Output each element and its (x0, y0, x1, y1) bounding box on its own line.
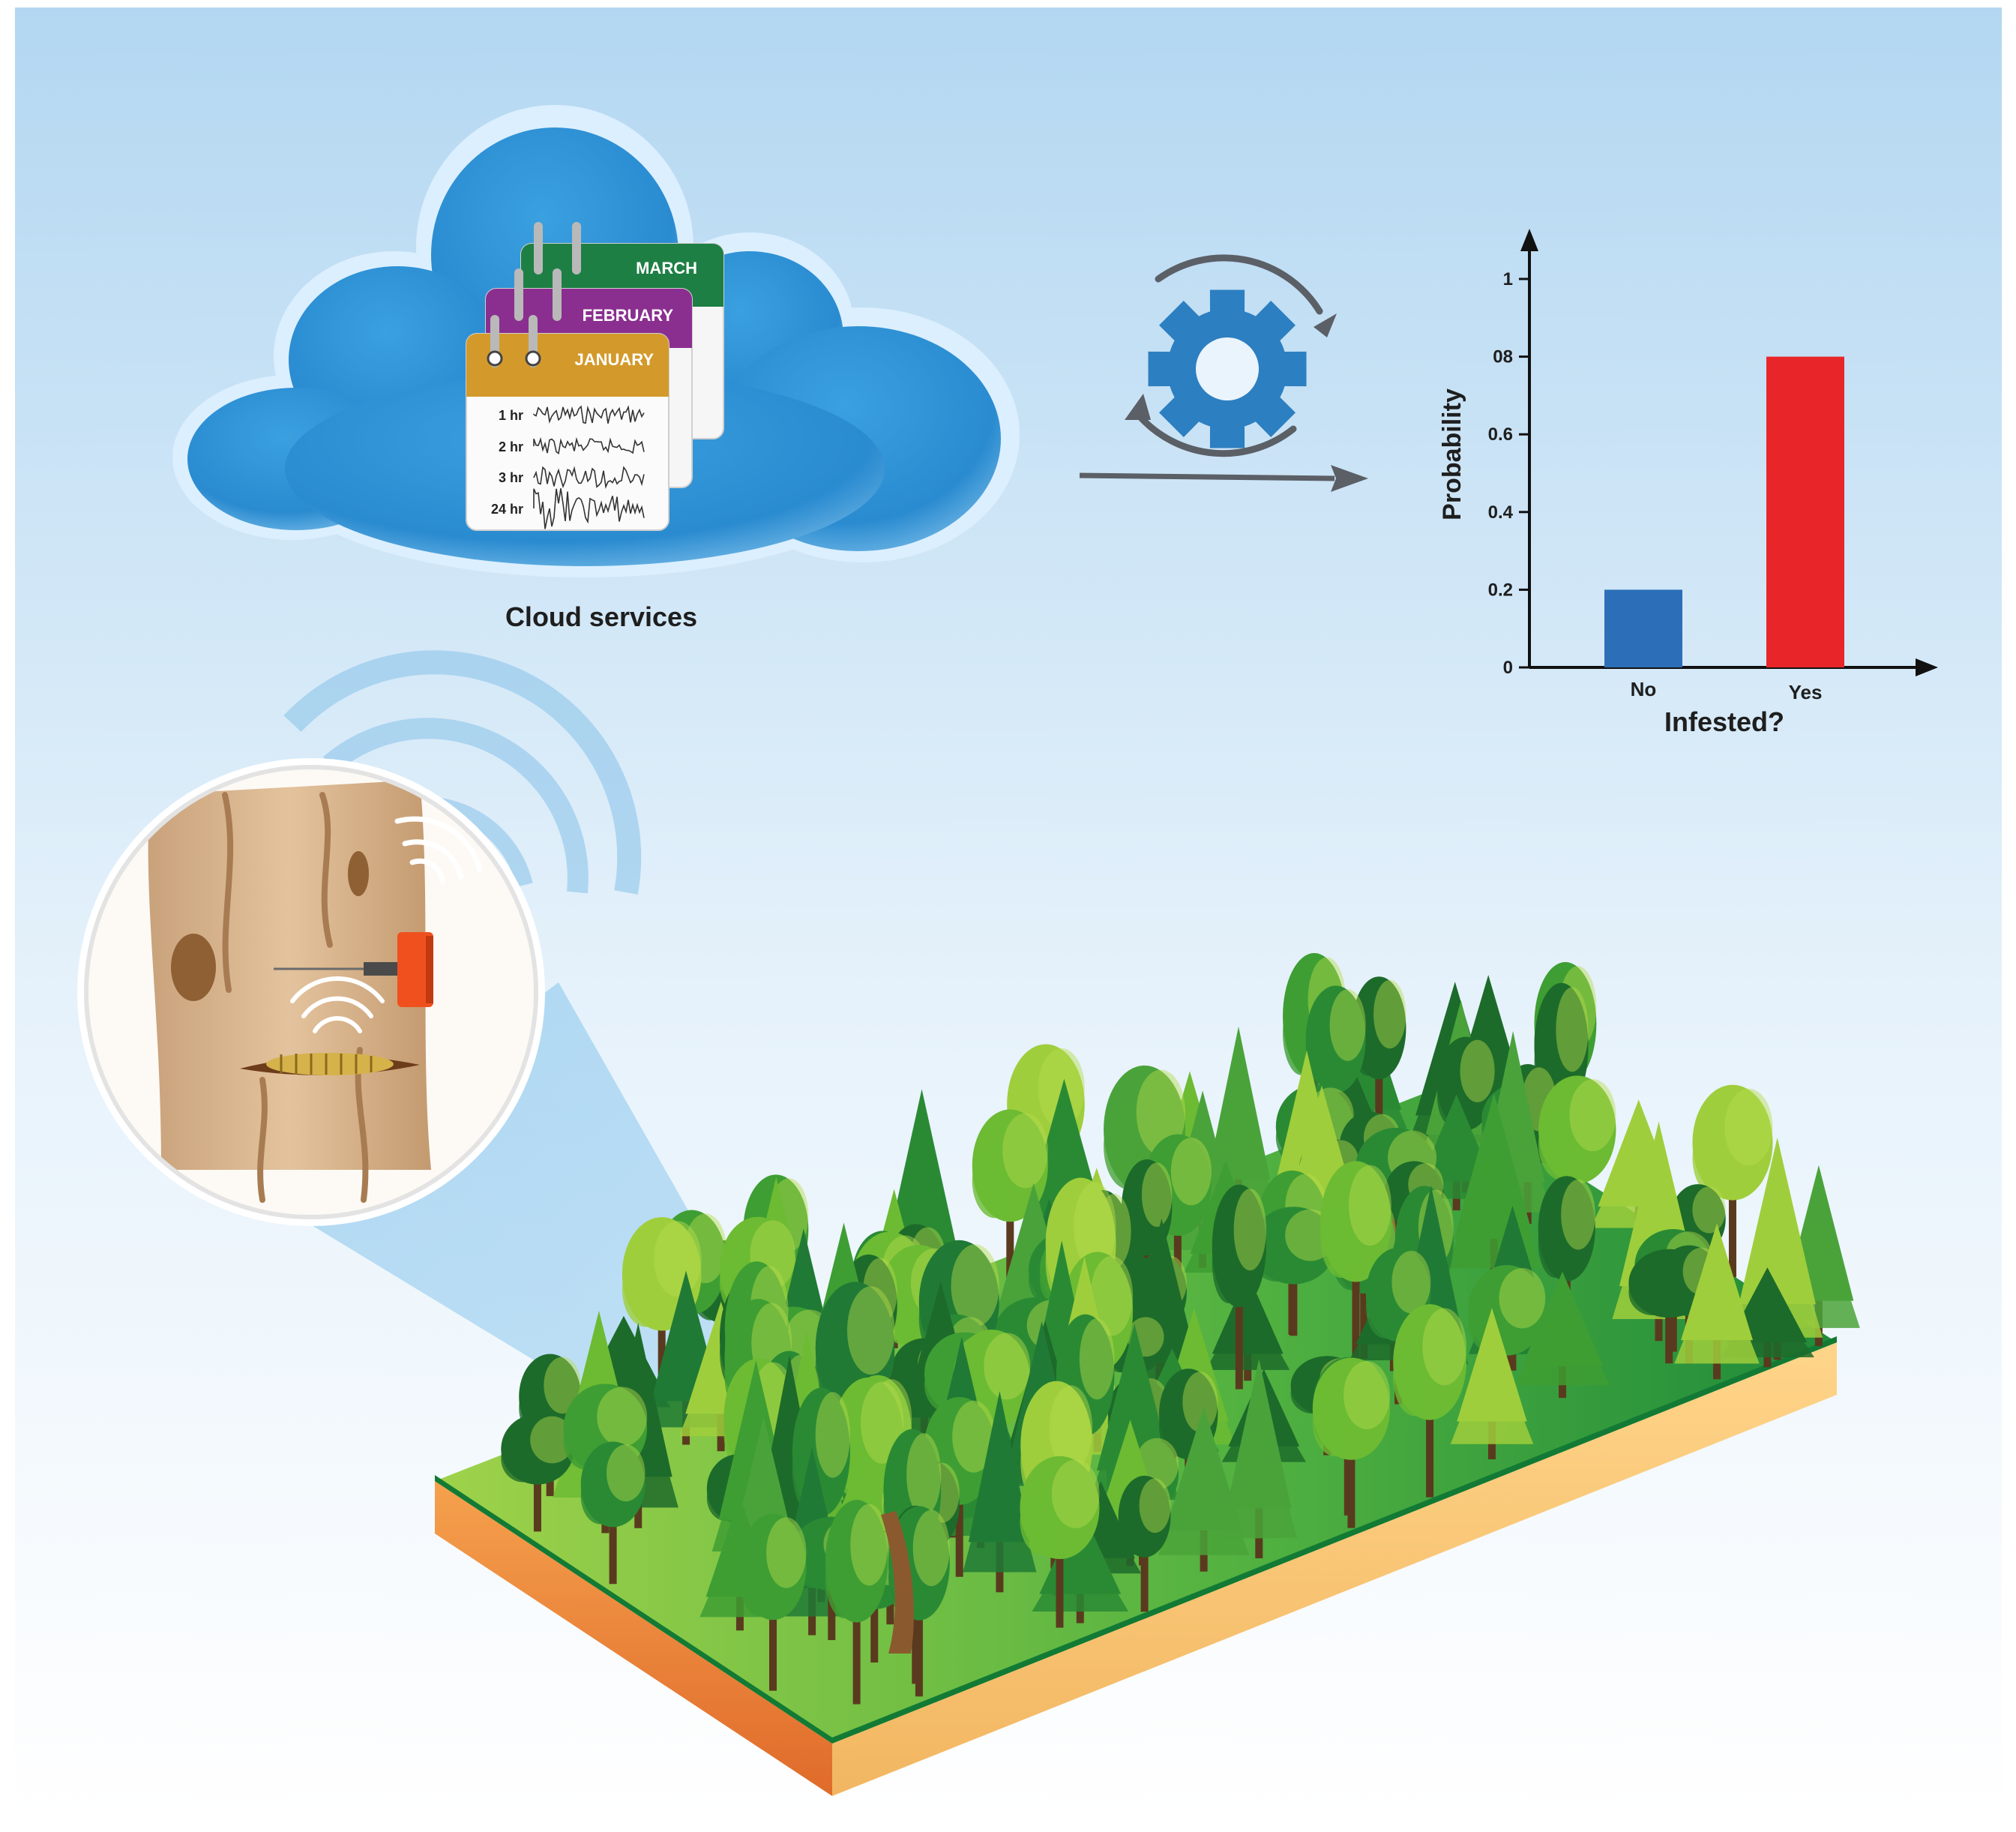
y-tick-label: 0 (1503, 658, 1513, 678)
calendar-january: JANUARY 1 hr 2 hr 3 hr 24 hr (466, 315, 670, 531)
tree (739, 1513, 807, 1691)
y-tick-label: 1 (1503, 269, 1513, 289)
tree (501, 1414, 574, 1532)
tree (580, 1441, 646, 1585)
vibration-signal-icon (290, 976, 385, 1033)
calendar-january-title: JANUARY (574, 350, 654, 369)
tree (1692, 1084, 1773, 1278)
tree (1538, 1075, 1616, 1256)
x-tick-label: No (1631, 678, 1657, 700)
magnifier-circle (77, 758, 545, 1226)
flow-arrow (1079, 465, 1368, 492)
tree (1514, 1271, 1610, 1399)
cycle-arrows-icon (1125, 254, 1337, 457)
waveform-row (533, 436, 645, 455)
x-axis-label: Infested? (1664, 706, 1784, 737)
processing-gear-icon (1148, 289, 1307, 448)
monitored-tree-trunk (881, 1511, 914, 1654)
bar-yes (1766, 356, 1844, 667)
tree (825, 1500, 888, 1705)
row-label-24hr: 24 hr (491, 502, 523, 517)
row-label-1hr: 1 hr (499, 408, 523, 423)
y-tick-label: 0.4 (1488, 502, 1514, 523)
tree (1538, 1176, 1595, 1352)
calendar-march-title: MARCH (636, 259, 697, 277)
tree (1118, 1475, 1171, 1612)
tree (1312, 1357, 1391, 1528)
tree (1320, 1161, 1391, 1363)
acoustic-sensor-icon (274, 932, 433, 1007)
row-label-2hr: 2 hr (499, 439, 523, 454)
waveform-row (533, 488, 645, 529)
tree (972, 1109, 1048, 1297)
tree (1674, 1223, 1760, 1380)
y-axis-arrow (1520, 229, 1538, 251)
y-axis-label: Probability (1438, 388, 1466, 520)
tree (1450, 1307, 1534, 1460)
row-label-3hr: 3 hr (499, 470, 523, 485)
larva-icon (266, 1053, 394, 1075)
tree (1352, 976, 1406, 1148)
forest-trees (501, 952, 1860, 1705)
y-tick-label: 08 (1493, 347, 1513, 367)
cloud-services-caption: Cloud services (505, 601, 697, 632)
tree (1393, 1304, 1466, 1498)
waveform-row (533, 466, 645, 489)
signal-waveforms (533, 405, 645, 529)
bar-no (1604, 589, 1682, 667)
tree (963, 1390, 1037, 1593)
tree (1158, 1406, 1250, 1572)
tree (1212, 1184, 1266, 1390)
tree (1020, 1456, 1100, 1628)
calendar-february-title: FEBRUARY (583, 306, 674, 325)
waveform-row (533, 405, 645, 424)
x-tick-label: Yes (1789, 681, 1823, 703)
y-tick-label: 0.6 (1488, 424, 1513, 445)
y-tick-label: 0.2 (1488, 580, 1513, 600)
tree (1206, 1273, 1290, 1381)
x-axis-arrow (1916, 658, 1938, 676)
tree (1221, 1359, 1298, 1559)
sensor-signal-icon (394, 816, 483, 884)
